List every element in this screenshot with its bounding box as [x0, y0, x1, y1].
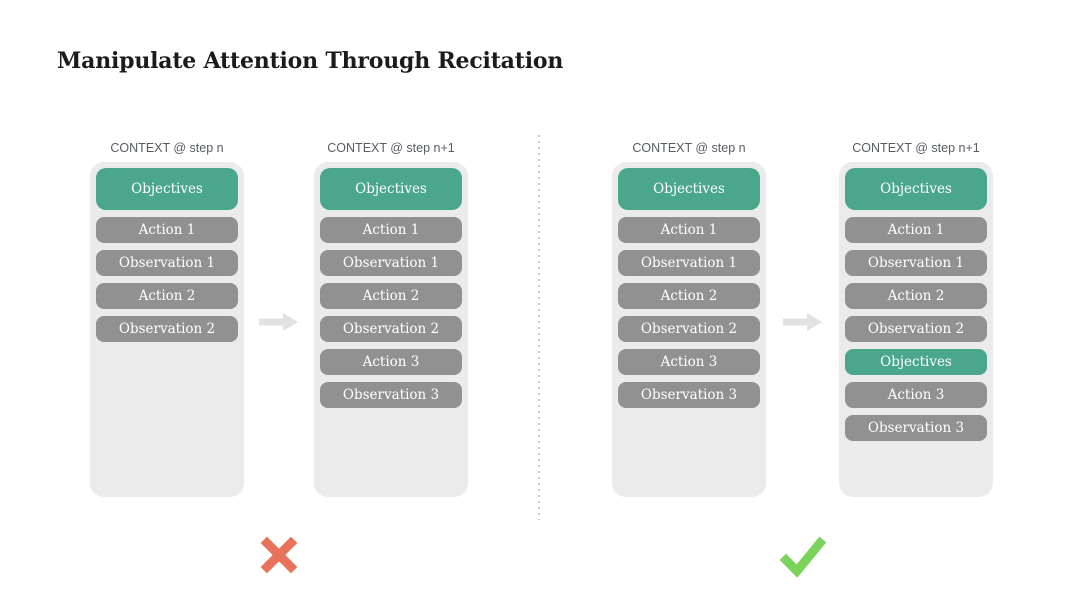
context-header: CONTEXT @ step n+1	[852, 141, 980, 155]
context-item-action-2: Action 2	[96, 283, 238, 309]
context-item-action-1: Action 1	[618, 217, 760, 243]
context-item-observation-2: Observation 2	[618, 316, 760, 342]
context-item-observation-1: Observation 1	[320, 250, 462, 276]
context-item-observation-2: Observation 2	[320, 316, 462, 342]
context-item-action-2: Action 2	[845, 283, 987, 309]
context-item-action-3: Action 3	[845, 382, 987, 408]
context-item-observation-1: Observation 1	[96, 250, 238, 276]
context-item-action-1: Action 1	[96, 217, 238, 243]
arrow-shape	[782, 313, 822, 331]
context-item-action-3: Action 3	[320, 349, 462, 375]
cross-icon	[260, 536, 298, 574]
check-icon	[779, 536, 826, 578]
context-item-objectives: Objectives	[845, 168, 987, 210]
arrow-shape	[259, 313, 298, 331]
context-item-action-1: Action 1	[845, 217, 987, 243]
context-header: CONTEXT @ step n+1	[327, 141, 455, 155]
context-item-objectives: Objectives	[845, 349, 987, 375]
context-item-observation-2: Observation 2	[845, 316, 987, 342]
context-item-action-3: Action 3	[618, 349, 760, 375]
context-item-observation-1: Observation 1	[845, 250, 987, 276]
verdict-with-recitation	[612, 536, 993, 578]
context-item-action-2: Action 2	[618, 283, 760, 309]
context-header: CONTEXT @ step n	[632, 141, 746, 155]
context-item-observation-3: Observation 3	[618, 382, 760, 408]
context-item-objectives: Objectives	[320, 168, 462, 210]
verdict-without-recitation	[90, 536, 468, 578]
context-item-action-1: Action 1	[320, 217, 462, 243]
context-item-objectives: Objectives	[618, 168, 760, 210]
context-header: CONTEXT @ step n	[110, 141, 224, 155]
right-arrow-icon	[782, 313, 822, 331]
page-title: Manipulate Attention Through Recitation	[57, 48, 564, 74]
context-item-observation-3: Observation 3	[845, 415, 987, 441]
context-item-action-2: Action 2	[320, 283, 462, 309]
context-item-observation-1: Observation 1	[618, 250, 760, 276]
context-item-objectives: Objectives	[96, 168, 238, 210]
divider-line	[538, 135, 540, 520]
context-item-observation-2: Observation 2	[96, 316, 238, 342]
right-arrow-icon	[259, 313, 298, 331]
context-item-observation-3: Observation 3	[320, 382, 462, 408]
